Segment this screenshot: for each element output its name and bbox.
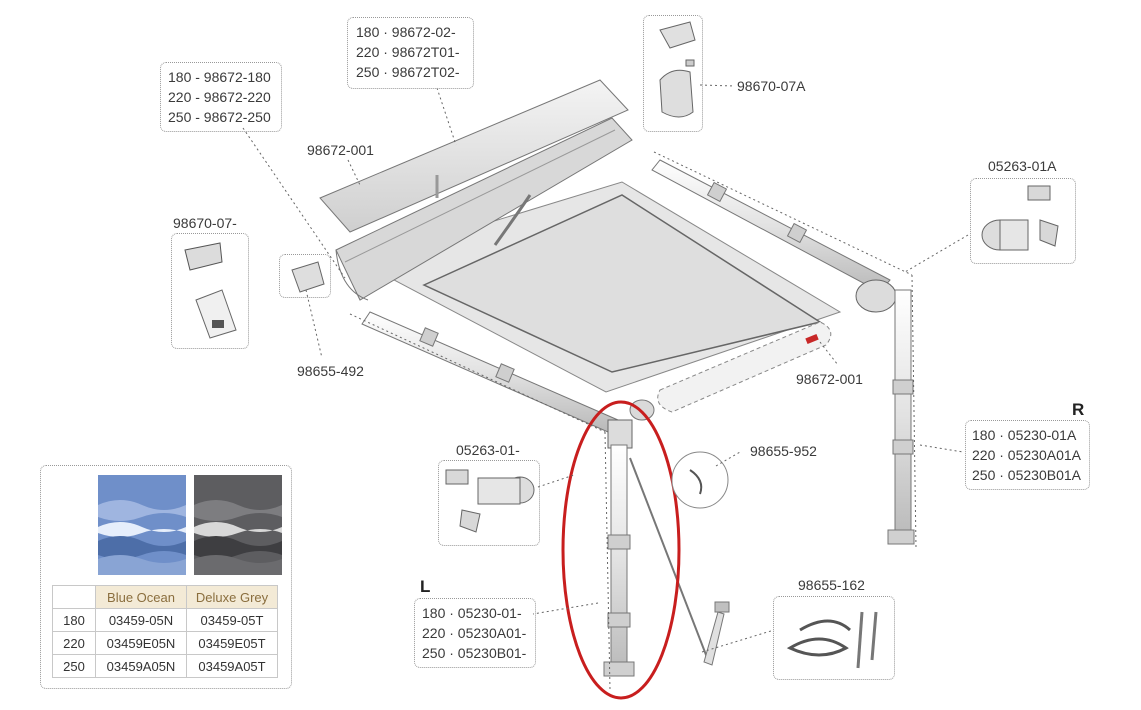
top-center-line-3: 250 · 98672T02- [356, 64, 460, 80]
table-cell: 03459-05T [186, 608, 278, 632]
swatch-blue-ocean [98, 475, 186, 575]
table-cell: 250 [52, 654, 96, 678]
right-leg-label-box [965, 420, 1090, 490]
left-leg-line-2: 220 · 05230A01- [422, 625, 527, 641]
clip-part-box [279, 254, 331, 298]
top-center-line-1: 180 · 98672-02- [356, 24, 456, 40]
left-leg [603, 399, 730, 677]
end-cap-left-box [171, 233, 249, 349]
table-cell: 03459A05T [186, 654, 278, 678]
end-cap-left-contents [184, 242, 237, 339]
top-center-line-2: 220 · 98672T01- [356, 44, 460, 60]
table-row: 250 03459A05N 03459A05T [52, 654, 278, 678]
left-leg-highlight-ring [561, 400, 681, 700]
right-leg-line-1: 180 · 05230-01A [972, 427, 1077, 443]
right-leg [855, 279, 915, 545]
table-header-cell: Blue Ocean [95, 585, 187, 609]
top-left-label-box [160, 62, 282, 132]
bracket-part-right-box [970, 178, 1076, 264]
top-left-line-1: 180 - 98672-180 [168, 69, 271, 85]
table-cell: 03459E05N [95, 631, 187, 655]
table-header-cell [52, 585, 96, 609]
top-left-line-3: 250 - 98672-250 [168, 109, 271, 125]
part-label-98670-07A: 98670-07A [737, 78, 806, 94]
color-part-number-table: Blue Ocean Deluxe Grey 180 03459-05N 034… [52, 585, 278, 678]
top-left-line-2: 220 - 98672-220 [168, 89, 271, 105]
left-side-marker: L [420, 577, 431, 596]
table-cell: 03459E05T [186, 631, 278, 655]
right-leg-line-2: 220 · 05230A01A [972, 447, 1081, 463]
front-roller-bar [657, 321, 832, 413]
table-cell: 03459-05N [95, 608, 187, 632]
left-leg-line-1: 180 · 05230-01- [422, 605, 522, 621]
part-label-98670-07: 98670-07- [173, 215, 237, 231]
part-label-98655-162: 98655-162 [798, 577, 865, 593]
part-label-98672-001-top: 98672-001 [307, 142, 374, 158]
right-leg-line-3: 250 · 05230B01A [972, 467, 1081, 483]
color-options-panel [40, 465, 292, 689]
top-center-label-box [347, 17, 474, 89]
part-label-98655-492: 98655-492 [297, 363, 364, 379]
table-header-row: Blue Ocean Deluxe Grey [52, 585, 278, 609]
part-label-05263-01: 05263-01- [456, 442, 520, 458]
bracket-part-left-box [438, 460, 540, 546]
bracket-part-left-contents [445, 469, 535, 533]
table-cell: 220 [52, 631, 96, 655]
tie-down-kit-box [773, 596, 895, 680]
part-label-98655-952: 98655-952 [750, 443, 817, 459]
part-label-98672-001-right: 98672-001 [796, 371, 863, 387]
table-cell: 03459A05N [95, 654, 187, 678]
table-row: 180 03459-05N 03459-05T [52, 608, 278, 632]
swatch-deluxe-grey [194, 475, 282, 575]
end-cap-part-box-contents [659, 21, 696, 118]
right-side-marker: R [1072, 400, 1085, 419]
leader-lines [242, 84, 969, 691]
awning-fabric [358, 181, 842, 393]
tie-down-kit-contents [786, 611, 878, 669]
bracket-part-right-contents [981, 185, 1059, 251]
table-row: 220 03459E05N 03459E05T [52, 631, 278, 655]
end-cap-part-box [643, 15, 703, 132]
clip-part-contents [291, 261, 325, 293]
table-cell: 180 [52, 608, 96, 632]
part-label-05263-01A: 05263-01A [988, 158, 1057, 174]
left-leg-line-3: 250 · 05230B01- [422, 645, 527, 661]
cassette-housing [319, 79, 633, 301]
left-leg-label-box [414, 598, 536, 668]
table-header-cell: Deluxe Grey [186, 585, 278, 609]
